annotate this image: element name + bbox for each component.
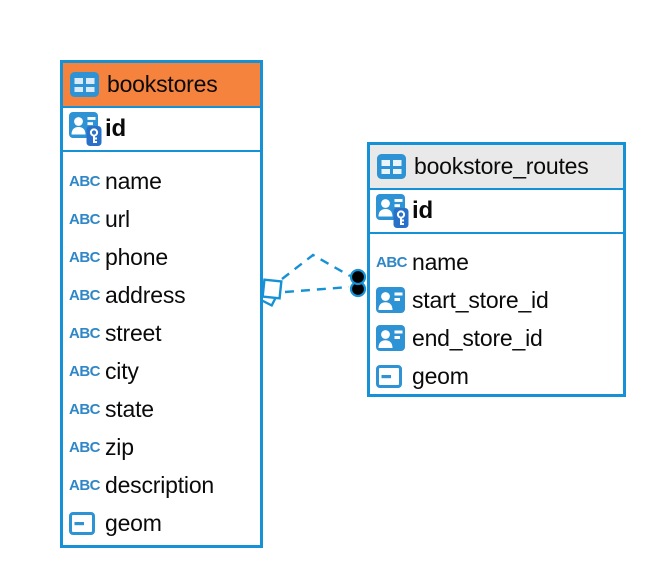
primary-key-icon [376, 193, 412, 229]
primary-key-name: id [105, 115, 126, 142]
column-row[interactable]: ABC name [370, 243, 623, 281]
column-name: name [105, 167, 162, 194]
column-row-primary-key[interactable]: id [63, 108, 260, 152]
column-list: ABC name start_store_id [370, 234, 623, 395]
column-row[interactable]: ABC phone [63, 238, 260, 276]
dot-marker[interactable] [349, 268, 367, 298]
column-row[interactable]: ABC city [63, 352, 260, 390]
column-row[interactable]: ABC address [63, 276, 260, 314]
column-name: city [105, 357, 139, 384]
text-type-icon: ABC [69, 476, 101, 494]
column-name: geom [412, 362, 469, 389]
table-title: bookstore_routes [414, 153, 589, 179]
text-type-icon: ABC [69, 362, 101, 380]
column-name: url [105, 205, 130, 232]
entity-bookstore-routes[interactable]: bookstore_routes id ABC name [367, 142, 626, 397]
relationship-connector[interactable] [254, 253, 367, 308]
column-row-primary-key[interactable]: id [370, 190, 623, 234]
column-row[interactable]: ABC name [63, 162, 260, 200]
text-type-icon: ABC [69, 172, 101, 190]
text-type-icon: ABC [69, 324, 101, 342]
text-type-icon: ABC [69, 400, 101, 418]
column-name: phone [105, 243, 168, 270]
column-list: ABC name ABC url ABC phone ABC address A… [63, 152, 260, 542]
foreign-key-icon [376, 287, 412, 313]
foreign-key-icon [376, 325, 412, 351]
column-row[interactable]: geom [370, 357, 623, 395]
entity-bookstores[interactable]: bookstores id ABC name [60, 60, 263, 548]
column-row[interactable]: ABC state [63, 390, 260, 428]
text-type-icon: ABC [69, 248, 101, 266]
entity-header-bookstores[interactable]: bookstores [63, 63, 260, 108]
geometry-type-icon [69, 511, 105, 535]
column-name: description [105, 471, 215, 498]
column-name: start_store_id [412, 286, 549, 313]
text-type-icon: ABC [69, 210, 101, 228]
column-name: state [105, 395, 154, 422]
column-row[interactable]: ABC street [63, 314, 260, 352]
column-name: zip [105, 433, 134, 460]
primary-key-icon [69, 111, 105, 147]
column-row[interactable]: ABC description [63, 466, 260, 504]
table-icon [377, 154, 406, 179]
relationship-line-upper[interactable] [281, 253, 351, 280]
column-row[interactable]: geom [63, 504, 260, 542]
column-name: geom [105, 509, 162, 536]
text-type-icon: ABC [69, 438, 101, 456]
text-type-icon: ABC [69, 286, 101, 304]
table-icon [70, 72, 99, 97]
entity-header-bookstore-routes[interactable]: bookstore_routes [370, 145, 623, 190]
text-type-icon: ABC [376, 253, 408, 271]
column-name: street [105, 319, 162, 346]
column-name: name [412, 248, 469, 275]
column-name: address [105, 281, 186, 308]
column-row[interactable]: end_store_id [370, 319, 623, 357]
primary-key-name: id [412, 197, 433, 224]
column-row[interactable]: start_store_id [370, 281, 623, 319]
column-row[interactable]: ABC url [63, 200, 260, 238]
table-title: bookstores [107, 71, 218, 97]
column-row[interactable]: ABC zip [63, 428, 260, 466]
column-name: end_store_id [412, 324, 543, 351]
relationship-line-lower[interactable] [284, 285, 350, 294]
geometry-type-icon [376, 364, 412, 388]
